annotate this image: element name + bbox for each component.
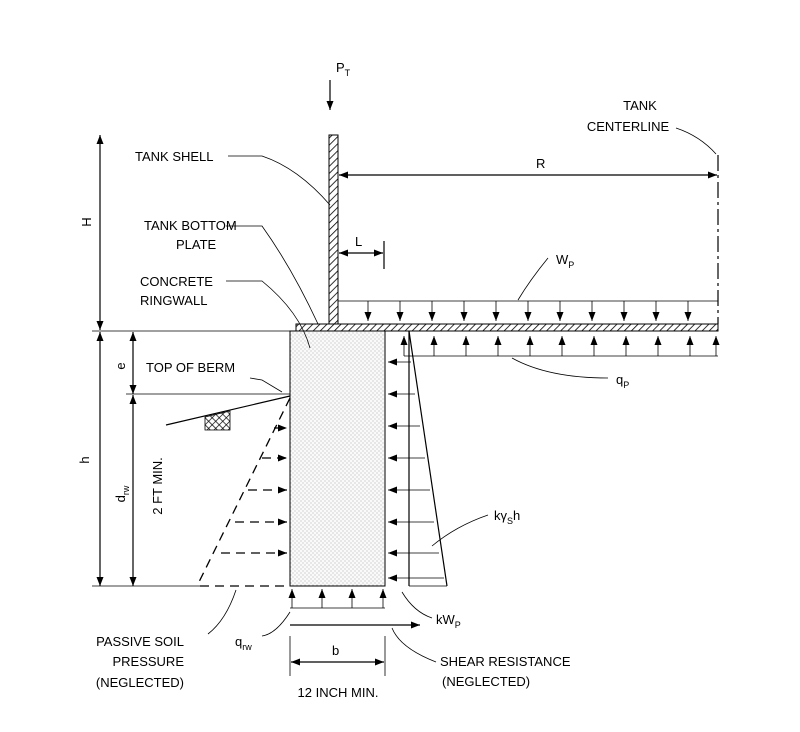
top-of-berm-leader	[249, 377, 283, 393]
berm-slope	[165, 395, 291, 426]
passive-label-2: PRESSURE	[112, 654, 184, 669]
tank-shell	[328, 134, 339, 326]
pt-label: PT	[336, 60, 351, 78]
qrw-leader	[261, 611, 291, 637]
passive-leader	[207, 589, 237, 635]
concrete-label-2: RINGWALL	[140, 293, 207, 308]
drw-label: drw	[113, 485, 131, 502]
tank-centerline-leader	[675, 127, 717, 155]
ky-label: kγSh	[494, 508, 520, 526]
h-lower-label: h	[77, 456, 92, 463]
active-pressure-diagram	[388, 330, 448, 587]
e-label: e	[113, 362, 128, 369]
qp-leader	[511, 357, 609, 379]
top-of-berm-label: TOP OF BERM	[146, 360, 235, 375]
shear-label-1: SHEAR RESISTANCE	[440, 654, 571, 669]
tank-shell-label: TANK SHELL	[135, 149, 214, 164]
ky-leader	[431, 514, 489, 547]
tank-bottom-label-1: TANK BOTTOM	[144, 218, 237, 233]
qrw-reaction	[288, 589, 387, 609]
tank-bottom-leader	[226, 225, 319, 325]
h-upper-label: H	[79, 217, 94, 226]
qp-label: qP	[616, 372, 629, 390]
concrete-leader	[226, 280, 311, 349]
passive-pressure-diagram	[196, 397, 291, 587]
r-label: R	[536, 156, 545, 171]
wp-leader	[517, 257, 549, 301]
l-label: L	[355, 234, 362, 249]
concrete-label-1: CONCRETE	[140, 274, 213, 289]
qrw-label: qrw	[235, 634, 252, 652]
kwp-leader	[401, 591, 433, 619]
tank-centerline-label-2: CENTERLINE	[587, 119, 670, 134]
qp-reaction	[400, 336, 720, 357]
twelve-inch-min-label: 12 INCH MIN.	[298, 685, 379, 700]
b-label: b	[332, 643, 339, 658]
concrete-ringwall	[289, 330, 386, 587]
shear-label-2: (NEGLECTED)	[442, 674, 530, 689]
kwp-label: kWP	[436, 612, 461, 630]
passive-label-1: PASSIVE SOIL	[96, 634, 184, 649]
two-ft-min-label: 2 FT MIN.	[150, 457, 165, 515]
passive-label-3: (NEGLECTED)	[96, 675, 184, 690]
wp-label: WP	[556, 252, 574, 270]
shear-leader	[391, 627, 437, 663]
soil-symbol	[204, 410, 231, 431]
wp-load	[338, 300, 718, 321]
tank-bottom-plate	[295, 323, 719, 332]
tank-bottom-label-2: PLATE	[176, 237, 217, 252]
tank-centerline-label-1: TANK	[623, 98, 657, 113]
tank-shell-leader	[228, 155, 331, 206]
